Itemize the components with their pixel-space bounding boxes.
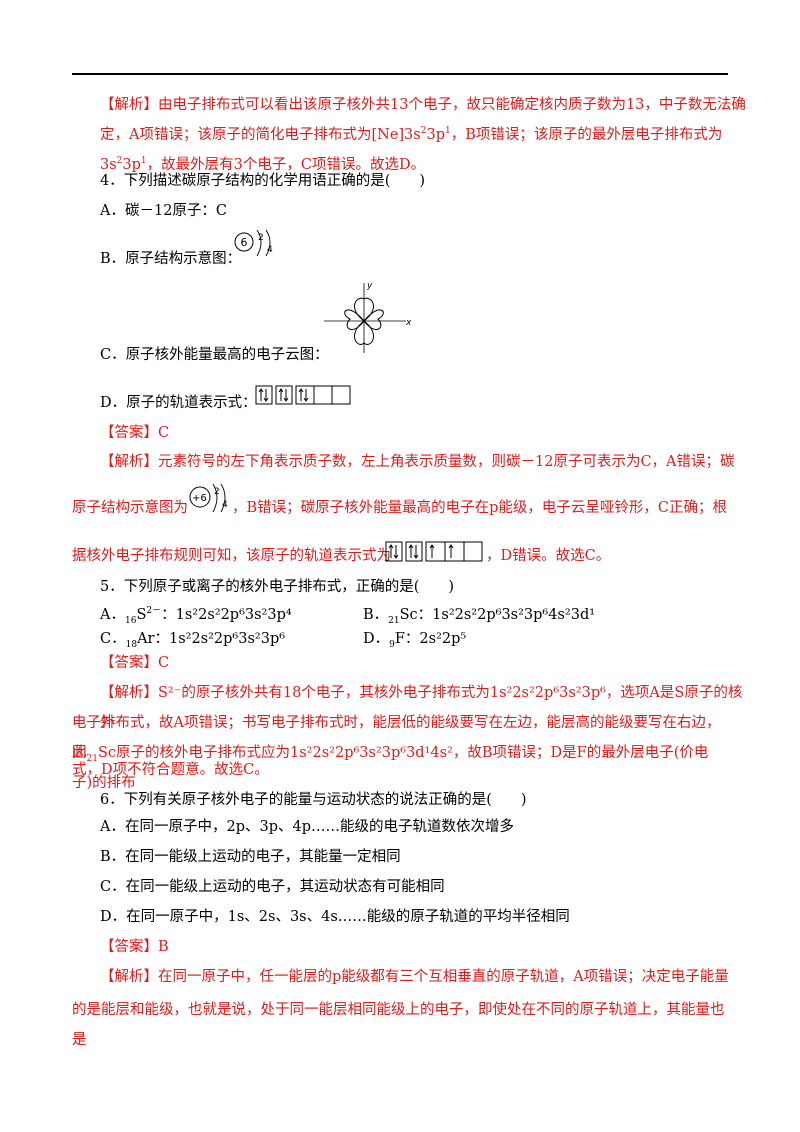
explanation-q5-line4: 式，D项不符合题意。故选C。	[72, 762, 269, 778]
svg-text:4: 4	[222, 500, 228, 510]
question-6-answer: 【答案】B	[100, 939, 169, 955]
question-6-option-c: C．在同一能级上运动的电子，其运动状态有可能相同	[100, 879, 445, 895]
explanation-q5-line2: 电子排布式，故A项错误；书写电子排布式时，能层低的能级要写在左边，能层高的能级要…	[72, 715, 721, 761]
electron-cloud-diagram: y x	[324, 281, 412, 353]
svg-text:y: y	[366, 281, 373, 291]
question-4-option-c: C．原子核外能量最高的电子云图：	[100, 347, 329, 363]
question-6-option-a: A．在同一原子中，2p、3p、4p……能级的电子轨道数依次增多	[100, 819, 514, 835]
explanation-q4-line2b: ，B错误；碳原子核外能量最高的电子在p能级，电子云呈哑铃形，C正确；根	[232, 500, 728, 516]
question-6-stem: 6．下列有关原子核外电子的能量与运动状态的说法正确的是( )	[100, 792, 527, 808]
question-5-option-d: D．9F：2s²2p⁵	[363, 631, 467, 650]
question-4-option-b: B．原子结构示意图：	[100, 251, 242, 267]
explanation-q5-line3: 此21Sc原子的核外电子排布式应为1s²2s²2p⁶3s²3p⁶3d¹4s²，故…	[72, 745, 709, 791]
orbital-diagram-explanation	[385, 541, 483, 562]
orbital-diagram-option-d	[255, 385, 351, 405]
header-rule	[72, 73, 728, 75]
explanation-q4-line3a: 据核外电子排布规则可知，该原子的轨道表示式为	[72, 548, 391, 564]
explanation-q3: 【解析】由电子排布式可以看出该原子核外共13个电子，故只能确定核内质子数为13，…	[100, 97, 746, 173]
question-5-answer: 【答案】C	[100, 655, 170, 671]
question-6-option-d: D．在同一原子中，1s、2s、3s、4s……能级的原子轨道的平均半径相同	[100, 909, 570, 925]
explanation-q4-line1: 【解析】元素符号的左下角表示质子数，左上角表示质量数，则碳－12原子可表示为C，…	[100, 454, 735, 470]
question-4-option-d: D．原子的轨道表示式：	[100, 395, 257, 411]
nucleus-label: 6	[241, 236, 248, 249]
question-5-option-c: C．18Ar：1s²2s²2p⁶3s²3p⁶	[100, 631, 286, 650]
svg-text:2: 2	[214, 487, 220, 497]
explanation-tag: 【解析】	[100, 97, 158, 113]
svg-text:4: 4	[267, 245, 273, 255]
question-4-stem: 4．下列描述碳原子结构的化学用语正确的是( )	[100, 173, 426, 189]
explanation-q5-line1: 【解析】S²⁻的原子核外共有18个电子，其核外电子排布式为1s²2s²2p⁶3s…	[100, 685, 743, 731]
atom-structure-diagram: 6 2 4	[234, 229, 273, 257]
svg-text:x: x	[405, 318, 412, 328]
question-5-option-a: A．16S2－：1s²2s²2p⁶3s²3p⁴	[100, 606, 292, 626]
question-4-option-a: A．碳－12原子：C	[100, 203, 228, 219]
question-5-stem: 5．下列原子或离子的核外电子排布式，正确的是( )	[100, 579, 455, 595]
explanation-q6-line1: 【解析】在同一原子中，任一能层的p能级都有三个互相垂直的原子轨道，A项错误；决定…	[100, 969, 729, 985]
atom-structure-diagram-explanation: +6 2 4	[189, 483, 228, 513]
explanation-q4-line2a: 原子结构示意图为	[72, 500, 188, 516]
question-4-answer: 【答案】C	[100, 425, 170, 441]
question-6-option-b: B．在同一能级上运动的电子，其能量一定相同	[100, 849, 401, 865]
svg-text:2: 2	[258, 233, 264, 243]
explanation-q4-line3b: ，D错误。故选C。	[486, 548, 611, 564]
question-5-option-b: B．21Sc：1s²2s²2p⁶3s²3p⁶4s²3d¹	[363, 607, 596, 626]
svg-text:+6: +6	[192, 493, 207, 504]
explanation-q6-line2: 的是能层和能级，也就是说，处于同一能层相同能级上的电子，即使处在不同的原子轨道上…	[72, 1002, 725, 1048]
